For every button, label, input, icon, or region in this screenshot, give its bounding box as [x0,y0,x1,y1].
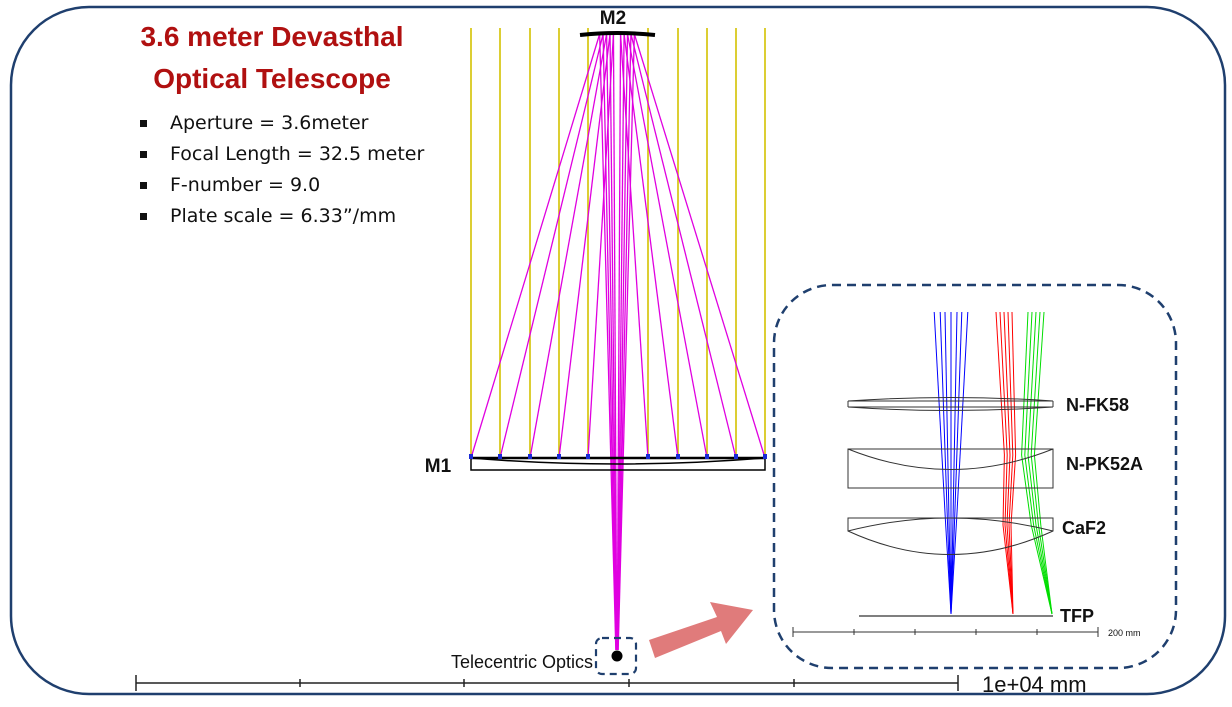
green-field-ray [1030,311,1041,456]
spec-plate-scale: Plate scale = 6.33”/mm [140,201,424,232]
spec-list: Aperture = 3.6meter Focal Length = 32.5 … [140,108,424,232]
ray-marker [676,454,680,459]
reflected-ray [633,33,766,459]
green-field-ray [1033,454,1042,526]
blue-field-ray [939,311,948,521]
ray-marker [557,454,561,459]
ray-marker [498,454,502,459]
primary-mirror-ray-markers [469,454,767,459]
telecentric-optics-marker [611,650,623,662]
converging-ray [599,33,617,651]
primary-mirror [470,456,766,471]
converging-ray [602,33,617,651]
green-field-ray [1027,454,1037,526]
lens-caf2 [847,517,1054,555]
spec-focal-length: Focal Length = 32.5 meter [140,139,424,170]
reflected-ray [630,33,737,459]
red-field-ray [1011,311,1017,456]
blue-field-ray [933,311,946,521]
reflected-ray [470,33,601,459]
spec-aperture: Aperture = 3.6meter [140,108,424,139]
converging-ray [617,33,635,651]
red-field-ray [1006,454,1011,526]
red-field-ray [1002,454,1005,526]
ray-marker [646,454,650,459]
blue-field-ray [956,311,969,521]
zoom-arrow [649,602,753,658]
reflected-ray [626,33,708,459]
ray-marker [705,454,709,459]
reflected-ray [587,33,615,459]
lens-label-n-fk58: N-FK58 [1066,395,1129,415]
lens-n-fk58 [847,397,1054,411]
reflected-ray [529,33,608,459]
secondary-mirror [579,31,656,37]
ray-marker [586,454,590,459]
converging-ray [612,33,618,651]
blue-field-ray [944,311,950,521]
red-field-ray [1004,454,1008,526]
blue-field-ray [950,519,958,615]
green-field-ray [1021,454,1032,526]
main-scale-bar [135,675,959,691]
red-field-ray [1010,454,1017,526]
green-field-ray [1024,454,1035,526]
page-title: 3.6 meter Devasthal Optical Telescope [112,16,432,100]
reflected-ray [619,33,649,459]
outer-frame [9,5,1227,696]
inset-ray-fans [933,311,1053,615]
title-line-2: Optical Telescope [153,63,391,94]
inset-scale-bar [792,627,1099,637]
ray-marker [469,454,473,459]
converging-ray [609,33,618,651]
title-line-1: 3.6 meter Devasthal [140,21,404,52]
green-field-ray [1027,311,1037,456]
converging-ray [616,33,622,651]
red-field-ray [1003,311,1011,456]
telecentric-optics-highlight [594,636,638,676]
telecentric-optics-label: Telecentric Optics [451,652,593,672]
m1-label: M1 [425,456,452,477]
m2-label: M2 [600,8,626,29]
inset-scale-label: 200 mm [1108,628,1141,638]
red-field-ray [1010,524,1014,615]
blue-field-ray [952,311,958,521]
green-field-ray [1021,311,1029,456]
blue-field-ray [954,311,963,521]
red-field-ray [1008,454,1014,526]
ray-marker [734,454,738,459]
green-field-ray [1030,454,1039,526]
red-field-ray [1007,311,1014,456]
main-scale-label: 1e+04 mm [982,672,1087,697]
green-field-ray [1040,524,1053,615]
red-field-ray [999,311,1008,456]
incoming-rays [470,28,766,458]
converging-ray [617,33,632,651]
spec-f-number: F-number = 9.0 [140,170,424,201]
red-field-ray [995,311,1005,456]
converging-ray [617,33,629,651]
converging-ray [616,33,625,651]
reflected-ray [499,33,604,459]
green-field-ray [1024,311,1033,456]
focal-plane-label: TFP [1060,606,1094,626]
lens-label-caf2: CaF2 [1062,518,1106,538]
ray-marker [528,454,532,459]
lens-label-n-pk52a: N-PK52A [1066,454,1143,474]
converging-ray [605,33,617,651]
inset-frame [772,283,1178,670]
reflected-rays [470,33,766,651]
reflected-ray [558,33,611,459]
lens-n-pk52a [847,448,1054,489]
green-field-ray [1033,311,1045,456]
ray-marker [763,454,767,459]
